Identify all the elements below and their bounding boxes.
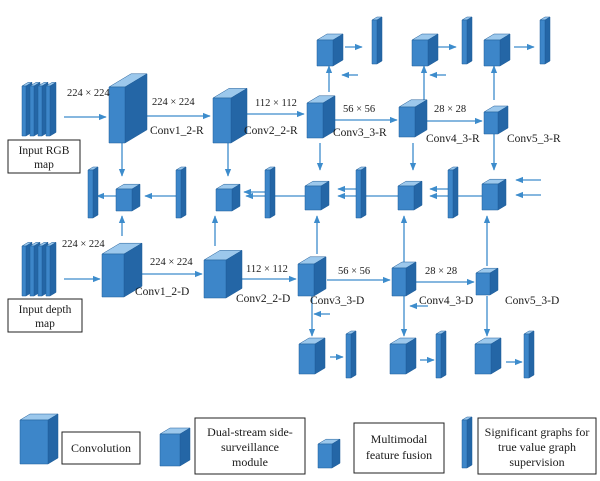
depth-layer-label: Conv3_3-D: [310, 295, 364, 307]
input-depth-label-line2: map: [35, 318, 55, 330]
supervision-map-rgb-4: [461, 16, 473, 65]
legend-side-module-label: module: [232, 455, 268, 469]
side-module-depth-4: [389, 337, 417, 375]
legend-convolution-box: [61, 431, 141, 465]
rgb-size-label: 224 × 224: [152, 97, 195, 108]
input-rgb-box: Input RGB map: [7, 139, 81, 174]
legend-side-module-icon: [159, 427, 191, 467]
depth-size-label: 224 × 224: [150, 257, 193, 268]
legend-side-module-label: Dual-stream side-: [207, 425, 293, 439]
depth-layer-label: Conv2_2-D: [236, 293, 290, 305]
rgb-stream-labels: 224 × 224 224 × 224 112 × 112 56 × 56 28…: [67, 88, 561, 145]
legend-supervision-box: [477, 417, 597, 475]
input-rgb-label-line1: Input RGB: [19, 145, 70, 157]
supervision-map-rgb-3: [371, 16, 383, 65]
supervision-map-fusion-2: [175, 166, 187, 219]
legend-fusion-label: feature fusion: [366, 448, 432, 462]
supervision-map-depth-3: [345, 330, 357, 379]
input-rgb-label-line2: map: [34, 159, 54, 171]
legend-supervision-label: true value graph: [498, 440, 576, 454]
supervision-map-fusion-4: [355, 166, 367, 219]
legend-convolution-icon: [19, 413, 59, 465]
legend-fusion-icon: [317, 438, 341, 469]
conv-block-depth-1: [101, 242, 143, 298]
rgb-layer-label: Conv4_3-R: [426, 133, 480, 145]
conv-block-depth-2: [203, 250, 243, 299]
fusion-block-5: [481, 178, 507, 211]
rgb-layer-label: Conv5_3-R: [507, 133, 561, 145]
fusion-block-4: [397, 180, 423, 211]
supervision-map-rgb-5: [539, 16, 551, 65]
rgb-size-label: 56 × 56: [343, 104, 375, 115]
input-rgb-layer: [45, 82, 57, 137]
legend-fusion-box: [353, 422, 445, 474]
legend-side-module-box: [194, 417, 306, 475]
conv-block-depth-4: [391, 261, 417, 297]
legend-side-module-label: surveillance: [221, 440, 279, 454]
depth-size-label: 224 × 224: [62, 239, 105, 250]
depth-layer-label: Conv1_2-D: [135, 286, 189, 298]
side-module-depth-5: [474, 337, 502, 375]
conv-block-depth-5: [475, 267, 499, 296]
depth-size-label: 28 × 28: [425, 266, 457, 277]
side-module-depth-3: [298, 337, 326, 375]
legend-supervision-icon: [461, 416, 473, 469]
rgb-layer-label: Conv3_3-R: [333, 127, 387, 139]
rgb-size-label: 112 × 112: [255, 98, 297, 109]
supervision-map-depth-4: [435, 330, 447, 379]
rgb-layer-label: Conv1_2-R: [150, 125, 204, 137]
input-depth-layer: [45, 242, 57, 297]
legend-supervision-label: Significant graphs for: [485, 425, 590, 439]
conv-block-rgb-5: [483, 105, 509, 135]
depth-stream-labels: 224 × 224 224 × 224 112 × 112 56 × 56 28…: [62, 239, 559, 307]
rgb-layer-label: Conv2_2-R: [244, 125, 298, 137]
depth-size-label: 112 × 112: [246, 264, 288, 275]
legend-convolution-label: Convolution: [71, 441, 131, 455]
connection-arrows: [64, 43, 541, 366]
input-depth-box: Input depth map: [7, 298, 83, 333]
supervision-map-fusion-3: [264, 166, 276, 219]
side-module-rgb-5: [483, 33, 511, 67]
rgb-size-label: 28 × 28: [434, 104, 466, 115]
legend-fusion-label: Multimodal: [371, 432, 428, 446]
side-module-rgb-3: [316, 33, 344, 67]
supervision-map-fusion-5: [447, 166, 459, 219]
side-module-rgb-4: [411, 33, 439, 67]
depth-layer-label: Conv5_3-D: [505, 295, 559, 307]
supervision-map-depth-5: [523, 330, 535, 379]
legend-supervision-label: supervision: [509, 455, 564, 469]
conv-block-rgb-1: [108, 73, 148, 144]
conv-block-rgb-4: [398, 99, 428, 138]
depth-size-label: 56 × 56: [338, 266, 370, 277]
conv-block-rgb-2: [212, 88, 248, 144]
rgb-size-label: 224 × 224: [67, 88, 110, 99]
supervision-map-fusion-1: [87, 166, 99, 219]
input-depth-label-line1: Input depth: [19, 304, 72, 316]
conv-block-rgb-3: [306, 95, 336, 139]
legend: Convolution Dual-stream side- surveillan…: [61, 417, 597, 475]
depth-layer-label: Conv4_3-D: [419, 295, 473, 307]
conv-block-depth-3: [297, 256, 327, 297]
fusion-block-3: [304, 180, 330, 211]
fusion-block-2: [215, 183, 241, 212]
fusion-block-1: [115, 183, 141, 212]
